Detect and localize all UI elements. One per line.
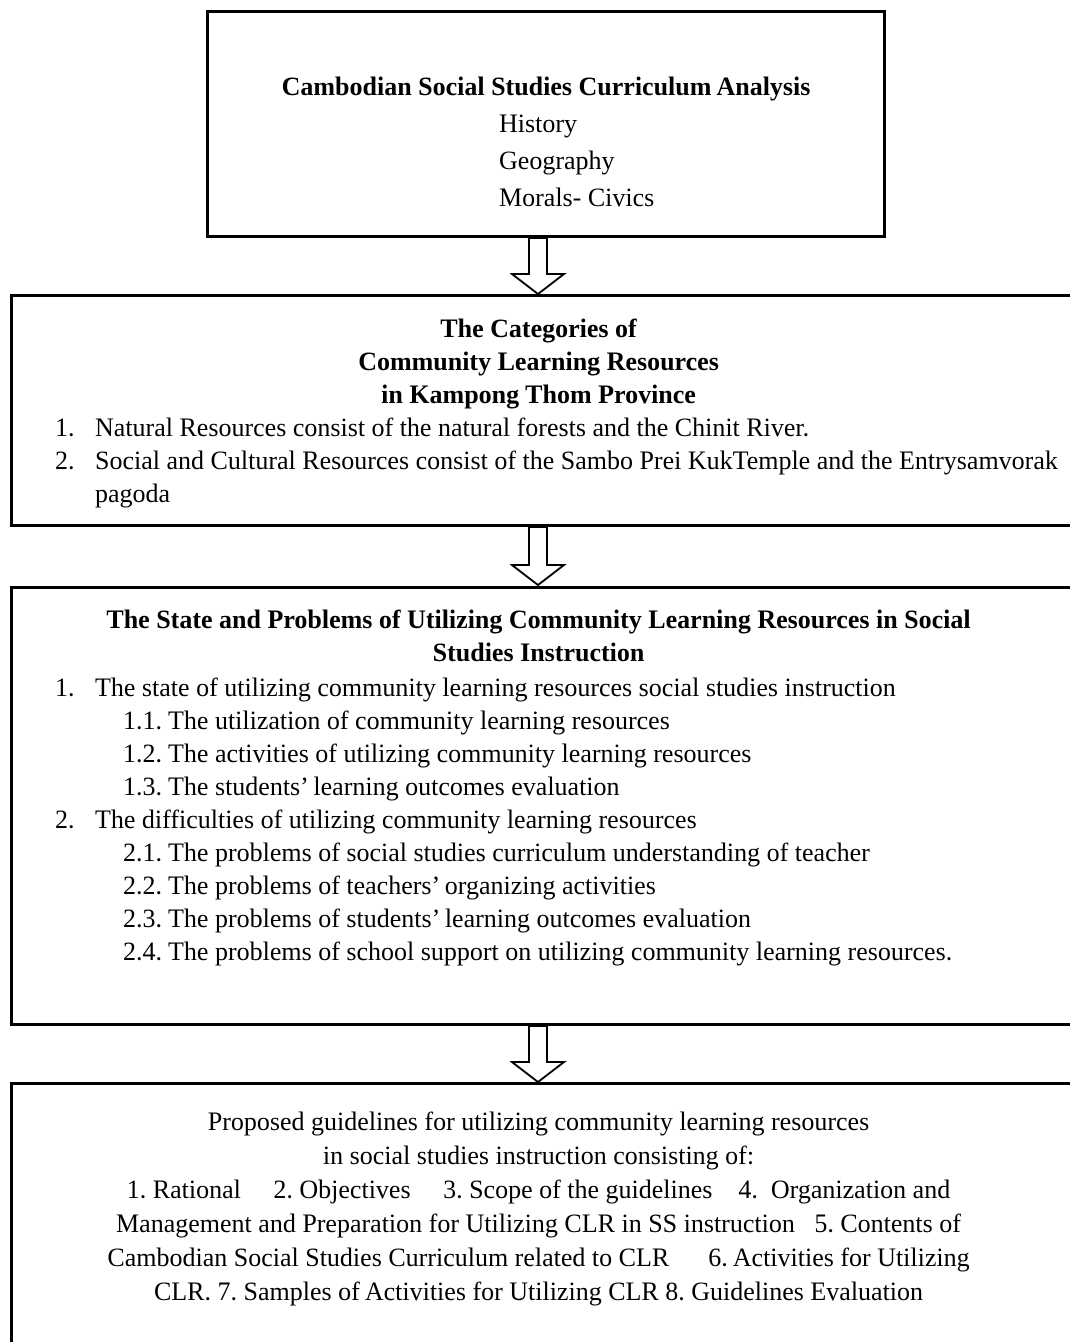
- list-item-text: Social and Cultural Resources consist of…: [95, 446, 1058, 508]
- subject-morals-civics: Morals- Civics: [499, 183, 655, 212]
- down-arrow-3: [510, 1026, 567, 1084]
- guidelines-line: Cambodian Social Studies Curriculum rela…: [107, 1243, 970, 1272]
- subject-history: History: [499, 109, 577, 138]
- list-item: 1. Natural Resources consist of the natu…: [55, 411, 1064, 444]
- guidelines-line: Proposed guidelines for utilizing commun…: [207, 1107, 870, 1136]
- list-item-number: 2.: [55, 446, 75, 475]
- list-item: 2. Social and Cultural Resources consist…: [55, 444, 1064, 510]
- list-item: 1. The state of utilizing community lear…: [55, 671, 1064, 704]
- list-item-number: 2.: [55, 805, 75, 834]
- state-problems-title-line-2: Studies Instruction: [432, 638, 645, 667]
- guidelines-line: in social studies instruction consisting…: [322, 1141, 755, 1170]
- categories-title-line-2: Community Learning Resources: [358, 347, 719, 376]
- curriculum-analysis-box: Cambodian Social Studies Curriculum Anal…: [206, 10, 886, 238]
- list-item-text: The difficulties of utilizing community …: [95, 805, 697, 834]
- list-item-text: The state of utilizing community learnin…: [95, 673, 896, 702]
- proposed-guidelines-box: Proposed guidelines for utilizing commun…: [10, 1082, 1070, 1342]
- categories-title-line-3: in Kampong Thom Province: [381, 380, 696, 409]
- learning-resources-categories-box: The Categories of Community Learning Res…: [10, 294, 1070, 527]
- list-item: 2. The difficulties of utilizing communi…: [55, 803, 1064, 836]
- state-and-problems-box: The State and Problems of Utilizing Comm…: [10, 586, 1070, 1026]
- subject-geography: Geography: [499, 146, 615, 175]
- down-arrow-1: [510, 238, 567, 296]
- curriculum-analysis-title: Cambodian Social Studies Curriculum Anal…: [281, 72, 811, 101]
- down-arrow-2: [510, 527, 567, 587]
- sub-item: 2.2. The problems of teachers’ organizin…: [123, 871, 656, 900]
- state-problems-title-line-1: The State and Problems of Utilizing Comm…: [106, 605, 971, 634]
- guidelines-line: Management and Preparation for Utilizing…: [116, 1209, 961, 1238]
- list-item-number: 1.: [55, 413, 75, 442]
- sub-item: 2.1. The problems of social studies curr…: [123, 838, 870, 867]
- list-item-number: 1.: [55, 673, 75, 702]
- sub-item: 1.3. The students’ learning outcomes eva…: [123, 772, 620, 801]
- sub-item: 2.4. The problems of school support on u…: [123, 937, 953, 966]
- sub-item: 1.2. The activities of utilizing communi…: [123, 739, 752, 768]
- list-item-text: Natural Resources consist of the natural…: [95, 413, 810, 442]
- guidelines-line: 1. Rational 2. Objectives 3. Scope of th…: [126, 1175, 951, 1204]
- sub-item: 1.1. The utilization of community learni…: [123, 706, 670, 735]
- categories-title-line-1: The Categories of: [440, 314, 637, 343]
- sub-item: 2.3. The problems of students’ learning …: [123, 904, 751, 933]
- guidelines-line: CLR. 7. Samples of Activities for Utiliz…: [153, 1277, 924, 1306]
